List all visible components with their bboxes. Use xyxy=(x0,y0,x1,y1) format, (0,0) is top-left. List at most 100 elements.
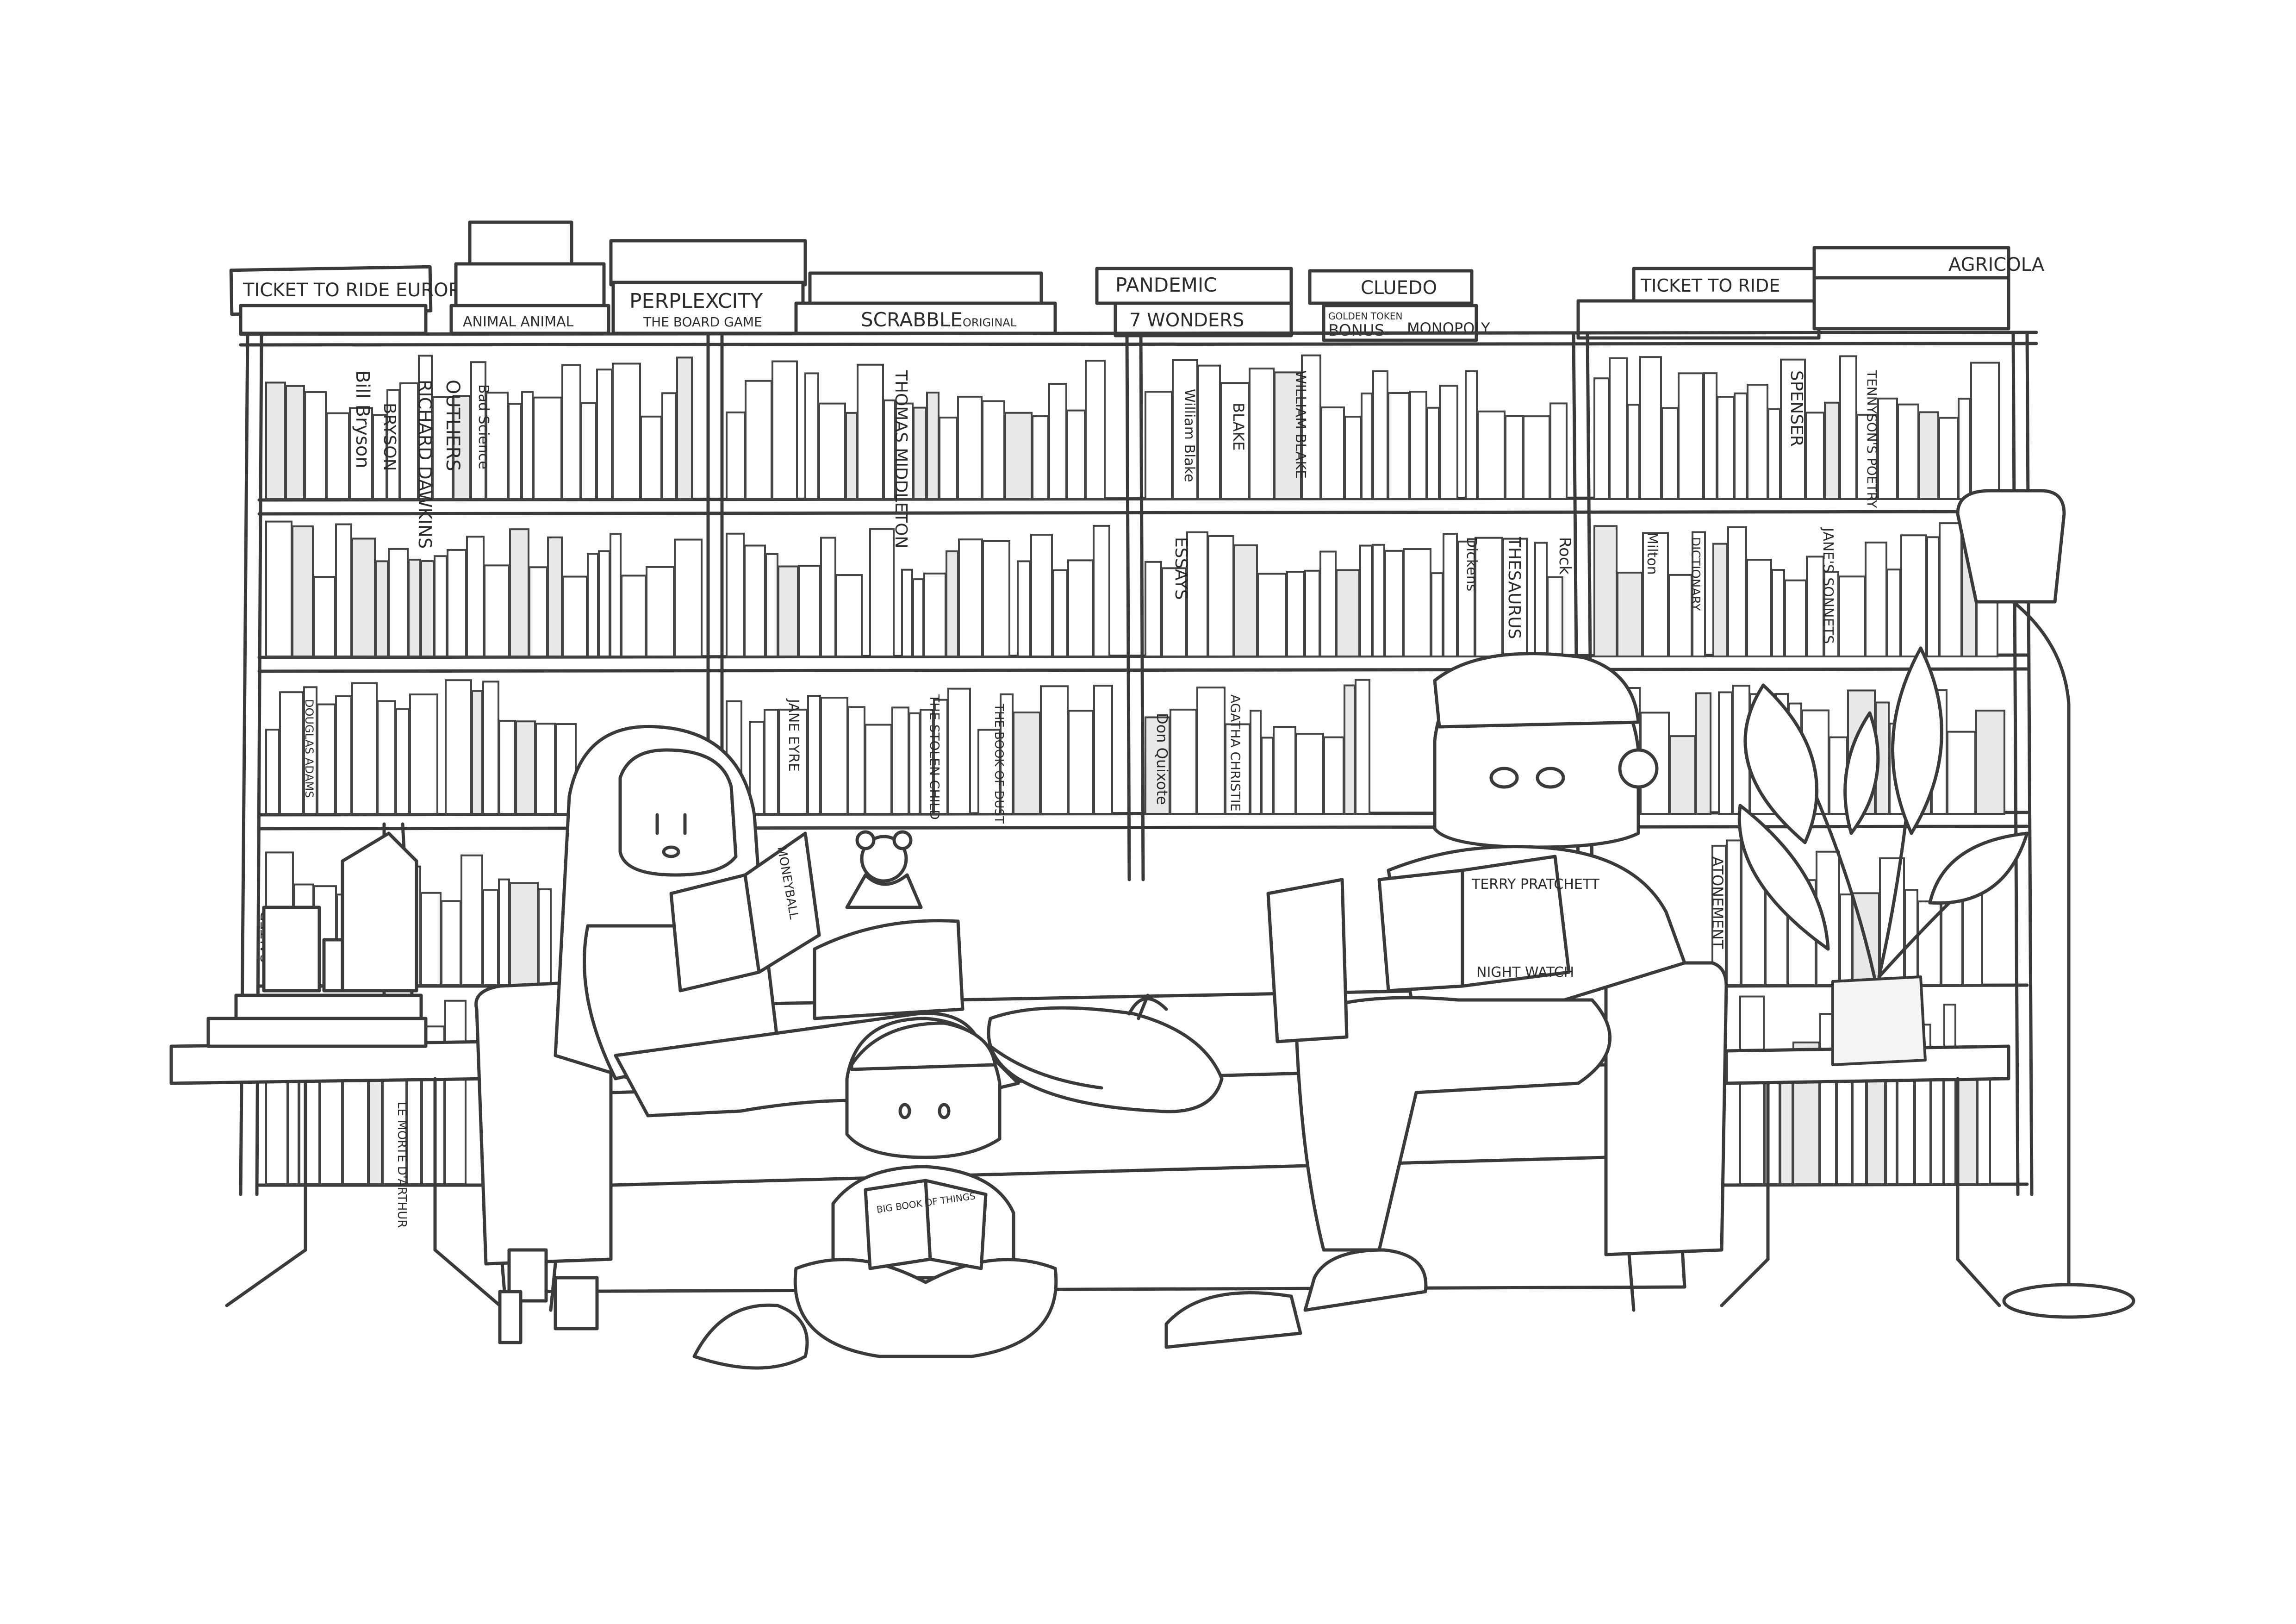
book-spine xyxy=(1161,567,1187,657)
book-spine xyxy=(1052,569,1068,657)
book-spine xyxy=(1767,408,1781,500)
book-spine xyxy=(1838,575,1866,657)
book-spine xyxy=(1477,410,1506,500)
book-spine xyxy=(313,576,336,657)
book-spine xyxy=(292,525,314,658)
book-spine xyxy=(265,381,286,500)
book-spine xyxy=(1320,406,1345,500)
book-spine xyxy=(1717,396,1735,500)
book-spine xyxy=(1939,522,1962,658)
book-spine xyxy=(1977,1062,1991,1185)
book-spine xyxy=(845,412,858,500)
book-spine xyxy=(1547,576,1563,658)
book-spine xyxy=(1186,531,1208,657)
book-spine xyxy=(1627,404,1640,500)
book-spine xyxy=(923,572,946,657)
book-spine xyxy=(610,533,622,657)
book-spine xyxy=(835,574,863,657)
book-spine xyxy=(1048,383,1067,500)
child-book xyxy=(864,1179,932,1270)
book-spine xyxy=(420,560,435,658)
book-spine xyxy=(445,679,472,815)
book-spine xyxy=(1726,839,1742,986)
book-spine xyxy=(621,575,647,658)
book-spine xyxy=(1958,398,1971,500)
book-spine xyxy=(1249,368,1275,500)
teddy-bear xyxy=(845,830,923,909)
book-spine xyxy=(939,416,958,500)
spine-title: BRYSON xyxy=(380,403,399,471)
book-spine xyxy=(745,380,772,500)
book-spine xyxy=(1409,391,1427,500)
game-box-label: CLUEDO xyxy=(1361,277,1437,299)
book-spine xyxy=(372,414,387,500)
book-spine xyxy=(1068,710,1094,815)
book-spine xyxy=(377,700,396,815)
book-spine xyxy=(1426,406,1440,500)
woman-face xyxy=(618,748,738,877)
man-book xyxy=(1377,868,1464,993)
book-spine xyxy=(265,520,292,658)
book-spine xyxy=(646,566,675,657)
sofa-right-arm xyxy=(1604,961,1728,1256)
book-spine xyxy=(674,538,703,657)
book-spine xyxy=(1806,556,1824,658)
man-slipper xyxy=(1303,1248,1428,1312)
book-spine xyxy=(798,565,821,658)
spine-title: THE BOOK OF DUST xyxy=(992,703,1006,824)
spine-title: Milton xyxy=(1644,532,1660,575)
book-spine xyxy=(1938,417,1959,500)
spine-title: Bill Bryson xyxy=(352,370,373,468)
book-spine xyxy=(1639,356,1662,500)
book-spine xyxy=(1261,737,1274,815)
book-spine xyxy=(304,391,327,500)
book-spine xyxy=(1295,732,1324,815)
spine-title: LE MORTE D'ARTHUR xyxy=(395,1102,409,1228)
book-spine xyxy=(1085,360,1106,500)
book-spine xyxy=(375,560,389,658)
game-box-label: TICKET TO RIDE xyxy=(1640,275,1780,296)
book-spine xyxy=(1431,572,1444,657)
book-spine xyxy=(351,682,378,815)
board-game-stack: TICKET TO RIDE EUROPE ANIMAL ANIMAL PERP… xyxy=(229,220,2045,342)
book-spine xyxy=(1355,679,1370,815)
book-spine xyxy=(1273,725,1296,815)
book-spine xyxy=(1718,691,1733,815)
book-spine xyxy=(1403,548,1431,657)
book-spine xyxy=(335,523,352,657)
book-spine xyxy=(1197,364,1221,500)
book-spine xyxy=(1879,857,1905,987)
game-box-label: ANIMAL ANIMAL xyxy=(463,314,574,330)
book-spine xyxy=(1617,571,1643,658)
book-spine xyxy=(891,706,909,815)
book-spine xyxy=(460,854,483,987)
spine-title: ESSAYS xyxy=(1171,537,1190,600)
book-spine xyxy=(561,364,581,500)
book-spine xyxy=(1727,526,1747,657)
child-hair xyxy=(850,1021,997,1071)
book-spine xyxy=(1885,1074,1898,1186)
book-spine xyxy=(521,391,534,500)
child-reading: BIG BOOK OF THINGS xyxy=(793,1017,1058,1358)
book-spine xyxy=(807,695,821,815)
book-spine xyxy=(395,708,410,815)
book-spine xyxy=(901,568,913,657)
stuffed-bunny xyxy=(692,1303,809,1370)
game-box-label: TICKET TO RIDE EUROPE xyxy=(243,280,471,301)
book-spine xyxy=(1066,409,1086,500)
book-spine xyxy=(1918,411,1939,500)
book-spine xyxy=(434,555,448,657)
book-spine xyxy=(1829,736,1848,815)
book-spine xyxy=(958,538,983,657)
spine-title: JANE EYRE xyxy=(785,698,802,772)
spine-title: ATONEMENT xyxy=(1709,856,1726,949)
left-side-table xyxy=(169,822,502,1307)
book-spine xyxy=(1839,893,1853,986)
book-spine xyxy=(1962,893,1983,986)
book-spine xyxy=(612,362,641,500)
game-box-label: AGRICOLA xyxy=(1948,254,2045,275)
book-spine xyxy=(640,415,662,500)
book-spine xyxy=(818,402,846,500)
game-box-label: PANDEMIC xyxy=(1115,274,1217,296)
book-spine xyxy=(1839,355,1857,500)
